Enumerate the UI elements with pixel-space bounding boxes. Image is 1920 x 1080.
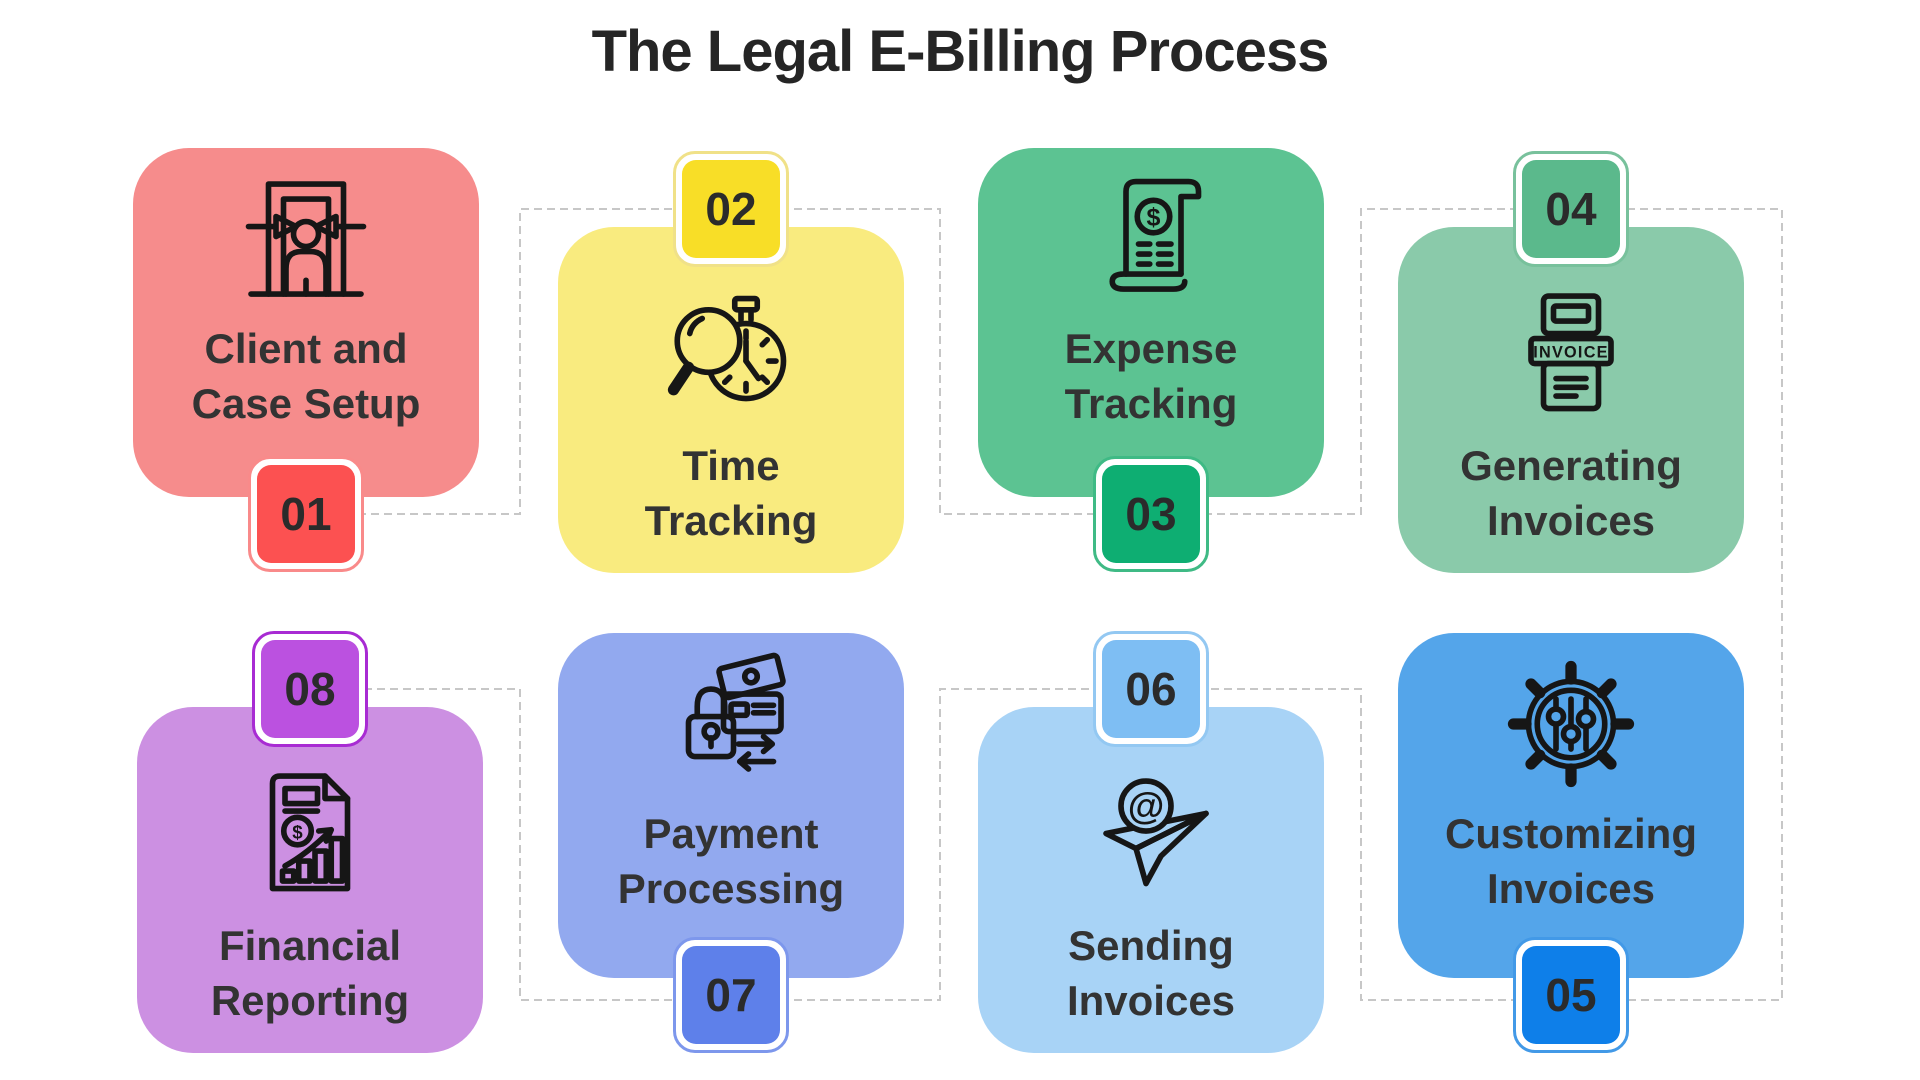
step-card: Client and Case Setup	[133, 148, 479, 497]
step-customizing-invoices: Customizing Invoices 05	[1398, 633, 1744, 1053]
step-label: Time Tracking	[644, 442, 818, 544]
step-label: Financial Reporting	[210, 922, 410, 1024]
step-number-badge: 03	[1093, 456, 1209, 572]
step-number: 01	[257, 465, 355, 563]
step-card: INVOICE Generating Invoices	[1398, 227, 1744, 573]
generating-invoices-icon: INVOICE	[1528, 293, 1614, 412]
step-number-badge: 07	[673, 937, 789, 1053]
step-label: Generating Invoices	[1460, 442, 1682, 544]
step-payment-processing: Payment Processing 07	[558, 633, 904, 1053]
step-number-badge: 06	[1093, 631, 1209, 747]
step-number: 07	[682, 946, 780, 1044]
svg-text:$: $	[292, 822, 303, 843]
step-number-badge: 02	[673, 151, 789, 267]
step-financial-reporting: $ Financial Reporting 08	[137, 631, 483, 1053]
step-sending-invoices: @ Sending Invoices 06	[978, 631, 1324, 1053]
page-title: The Legal E-Billing Process	[591, 19, 1330, 84]
step-expense-tracking: $ Expense Tracking 03	[978, 148, 1324, 572]
step-number-badge: 01	[248, 456, 364, 572]
step-number: 03	[1102, 465, 1200, 563]
step-number: 04	[1522, 160, 1620, 258]
svg-text:$: $	[1147, 203, 1161, 231]
expense-tracking-icon: $	[1109, 178, 1202, 292]
customizing-invoices-icon	[1507, 660, 1635, 788]
step-generating-invoices: INVOICE Generating Invoices 04	[1398, 151, 1744, 573]
step-card: $ Financial Reporting	[137, 707, 483, 1053]
step-card: @ Sending Invoices	[978, 707, 1324, 1053]
svg-text:INVOICE: INVOICE	[1533, 343, 1609, 361]
step-time-tracking: Time Tracking 02	[558, 151, 904, 573]
step-number: 02	[682, 160, 780, 258]
step-card: Payment Processing	[558, 633, 904, 978]
payment-processing-icon	[685, 652, 786, 772]
step-label: Customizing Invoices	[1445, 810, 1697, 912]
sending-invoices-icon: @	[1103, 778, 1209, 887]
step-label: Payment Processing	[617, 810, 845, 912]
step-number-badge: 04	[1513, 151, 1629, 267]
step-number: 08	[261, 640, 359, 738]
step-number: 06	[1102, 640, 1200, 738]
client-case-setup-icon	[245, 181, 367, 297]
financial-reporting-icon: $	[269, 773, 351, 892]
svg-text:@: @	[1128, 785, 1165, 827]
step-number-badge: 05	[1513, 937, 1629, 1053]
step-number: 05	[1522, 946, 1620, 1044]
step-card: Customizing Invoices	[1398, 633, 1744, 978]
time-tracking-icon	[667, 295, 787, 402]
step-client-case-setup: Client and Case Setup 01	[133, 148, 479, 572]
step-label: Client and Case Setup	[191, 325, 421, 427]
step-card: Time Tracking	[558, 227, 904, 573]
step-label: Expense Tracking	[1064, 325, 1238, 427]
step-number-badge: 08	[252, 631, 368, 747]
step-label: Sending Invoices	[1066, 922, 1236, 1024]
step-card: $ Expense Tracking	[978, 148, 1324, 497]
